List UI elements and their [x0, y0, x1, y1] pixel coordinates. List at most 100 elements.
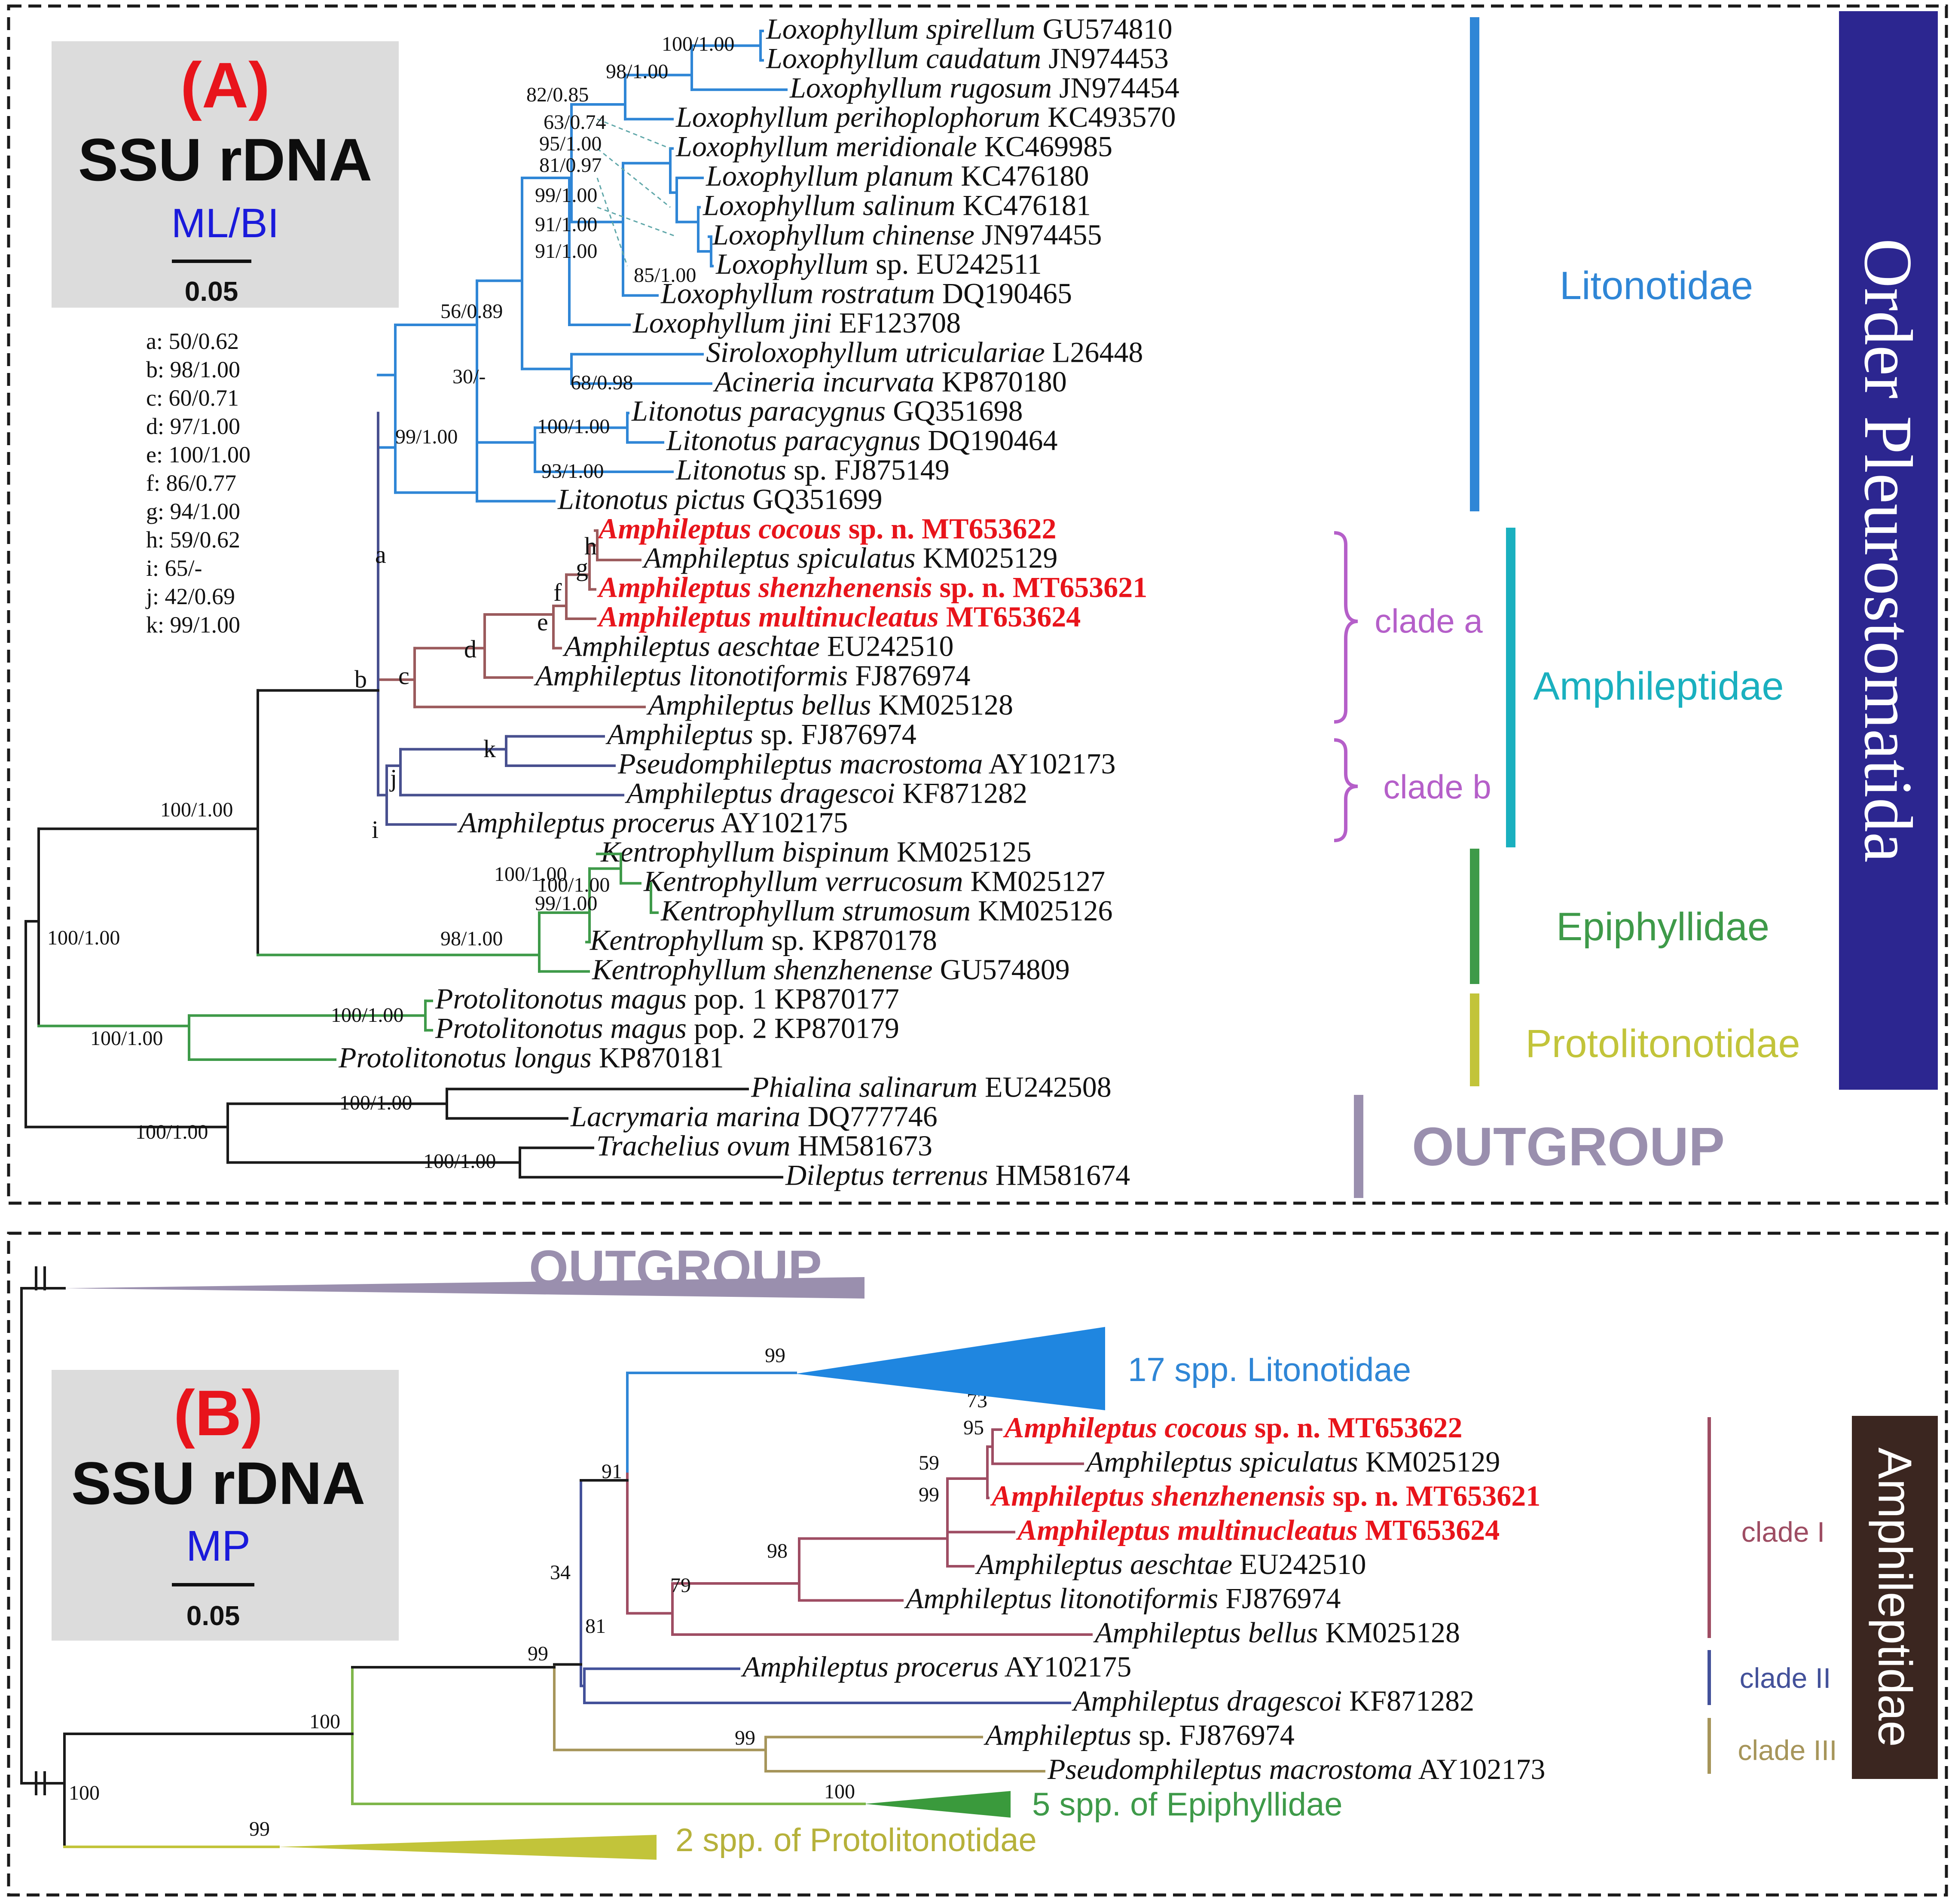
taxon-accession: KM025125 [889, 835, 1032, 868]
amphileptidae-box [1852, 1416, 1938, 1779]
taxon-genus: Amphileptus [990, 1479, 1144, 1512]
taxon-genus: Loxophyllum [715, 248, 868, 280]
taxon-label: Trachelius ovum HM581673 [596, 1129, 932, 1162]
support-value: 99 [735, 1727, 755, 1749]
taxon-genus: Protolitonotus [435, 1012, 603, 1045]
taxon-genus: Siroloxophyllum [706, 336, 898, 368]
taxon-accession: JN974453 [1041, 42, 1169, 74]
taxon-suffix: sp. n. [932, 571, 1005, 604]
outgroup-label-a: OUTGROUP [1412, 1116, 1725, 1177]
taxon-accession: MT653622 [1320, 1411, 1463, 1444]
taxon-label: Amphileptus procerus AY102175 [741, 1650, 1131, 1683]
taxon-genus: Kentrophyllum [592, 953, 766, 986]
taxon-label: Loxophyllum caudatum JN974453 [766, 42, 1169, 74]
taxon-epithet: sp. [786, 453, 827, 486]
node-support-legend: a: 50/0.62b: 98/1.00c: 60/0.71d: 97/1.00… [145, 328, 250, 638]
support-value: 56/0.89 [440, 300, 503, 323]
taxon-genus: Lacrymaria [570, 1100, 709, 1133]
taxon-epithet: macrostoma [1262, 1753, 1413, 1785]
taxon-accession: FJ876974 [848, 659, 970, 692]
taxon-genus: Loxophyllum [766, 12, 919, 45]
support-value: 34 [550, 1561, 571, 1584]
taxon-epithet: bellus [794, 688, 871, 721]
taxon-genus: Kentrophyllum [600, 835, 775, 868]
protolitonotidae-collapsed-label: 2 spp. of Protolitonotidae [675, 1822, 1037, 1858]
taxon-label: Loxophyllum rostratum DQ190465 [660, 277, 1072, 310]
taxon-genus: Protolitonotus [435, 982, 603, 1015]
taxon-label: Amphileptus dragescoi KF871282 [625, 776, 1027, 809]
taxon-accession: KM025128 [1318, 1616, 1460, 1649]
taxon-epithet: jini [785, 306, 832, 339]
clade-b-label: clade b [1383, 768, 1491, 806]
taxon-epithet: cocous [1157, 1411, 1247, 1444]
taxon-epithet: shenzhenense [766, 953, 932, 986]
node-letter: c [398, 662, 409, 690]
taxon-genus: Loxophyllum [789, 71, 942, 104]
clade-a-bracket [1334, 531, 1358, 724]
taxon-accession: GU574809 [933, 953, 1070, 986]
support-value: 99/1.00 [535, 892, 597, 915]
panel-b-frame [7, 1232, 1948, 1897]
protolitonotidae-label: Protolitonotidae [1525, 1022, 1800, 1066]
alternative-topology-line [597, 118, 671, 149]
taxon-label: Loxophyllum perihoplophorum KC493570 [675, 101, 1176, 133]
taxon-accession: KC476180 [953, 159, 1089, 192]
support-value: 100/1.00 [339, 1091, 412, 1114]
taxon-accession: KM025128 [871, 688, 1013, 721]
legend-entry: c: 60/0.71 [146, 385, 239, 411]
taxon-accession: KM025127 [963, 865, 1106, 898]
taxon-label: Litonotus sp. FJ875149 [675, 453, 950, 486]
taxon-label: Phialina salinarum EU242508 [751, 1070, 1112, 1103]
taxon-accession: EU242511 [909, 248, 1042, 280]
panel-b-tree: Amphileptus cocous sp. n. MT653622Amphil… [20, 1266, 1546, 1848]
taxon-epithet: strumosum [835, 894, 971, 927]
taxon-label: Loxophyllum sp. EU242511 [715, 248, 1042, 280]
panel-b-marker: SSU rDNA [71, 1449, 366, 1517]
taxon-genus: Amphileptus [741, 1650, 889, 1683]
legend-entry: b: 98/1.00 [146, 357, 240, 382]
taxon-epithet: rostratum [813, 277, 935, 310]
taxon-suffix: pop. 2 [687, 1012, 767, 1045]
taxon-accession: FJ876974 [1172, 1719, 1294, 1751]
taxon-accession: EU242510 [1232, 1548, 1366, 1580]
support-value: 91/1.00 [535, 240, 597, 263]
taxon-genus: Amphileptus [562, 630, 710, 662]
panel-b-scale-value: 0.05 [186, 1600, 240, 1631]
taxon-accession: KM025129 [1358, 1446, 1500, 1478]
taxon-accession: KC493570 [1040, 101, 1176, 133]
support-value: 100/1.00 [662, 33, 734, 55]
taxon-epithet: dragescoi [1219, 1684, 1342, 1717]
node-letter: d [464, 635, 477, 663]
taxon-epithet: bispinum [775, 835, 889, 868]
panel-a-info-box: (A) SSU rDNA ML/BI 0.05 [52, 41, 399, 308]
support-value: 99 [919, 1483, 939, 1506]
taxon-epithet: spiculatus [1232, 1446, 1358, 1478]
taxon-label: Loxophyllum chinense JN974455 [712, 218, 1102, 251]
taxon-epithet: sp. [753, 718, 794, 751]
taxon-label: Amphileptus aeschtae EU242510 [562, 630, 954, 662]
support-value: 100/1.00 [537, 874, 610, 896]
taxon-genus: Amphileptus [975, 1548, 1123, 1580]
taxon-epithet: spiculatus [790, 541, 916, 574]
epiphyllidae-collapsed-label: 5 spp. of Epiphyllidae [1032, 1786, 1342, 1823]
support-value: 100 [824, 1780, 855, 1803]
taxon-accession: KP870180 [935, 365, 1067, 398]
taxon-epithet: marina [709, 1100, 800, 1133]
taxon-genus: Protolitonotus [338, 1041, 506, 1074]
panel-b-label: (B) [174, 1377, 263, 1449]
node-letter: g [576, 553, 588, 581]
taxon-label: Amphileptus shenzhenensis sp. n. MT65362… [597, 571, 1147, 604]
taxon-label: Litonotus pictus GQ351699 [557, 483, 883, 515]
taxon-genus: Litonotus [631, 394, 742, 427]
taxon-accession: KP870178 [805, 923, 937, 956]
support-value: 85/1.00 [634, 264, 696, 287]
taxon-epithet: verrucosum [818, 865, 963, 898]
support-value: 100/1.00 [90, 1027, 163, 1050]
alternative-topology-line [596, 177, 628, 266]
taxon-epithet: rugosum [942, 71, 1052, 104]
taxon-epithet: incurvata [815, 365, 935, 398]
taxon-epithet: multinucleatus [1170, 1514, 1357, 1546]
support-value: 100 [69, 1782, 100, 1804]
taxon-label: Litonotus paracygnus GQ351698 [631, 394, 1023, 427]
support-value: 100/1.00 [160, 798, 233, 821]
